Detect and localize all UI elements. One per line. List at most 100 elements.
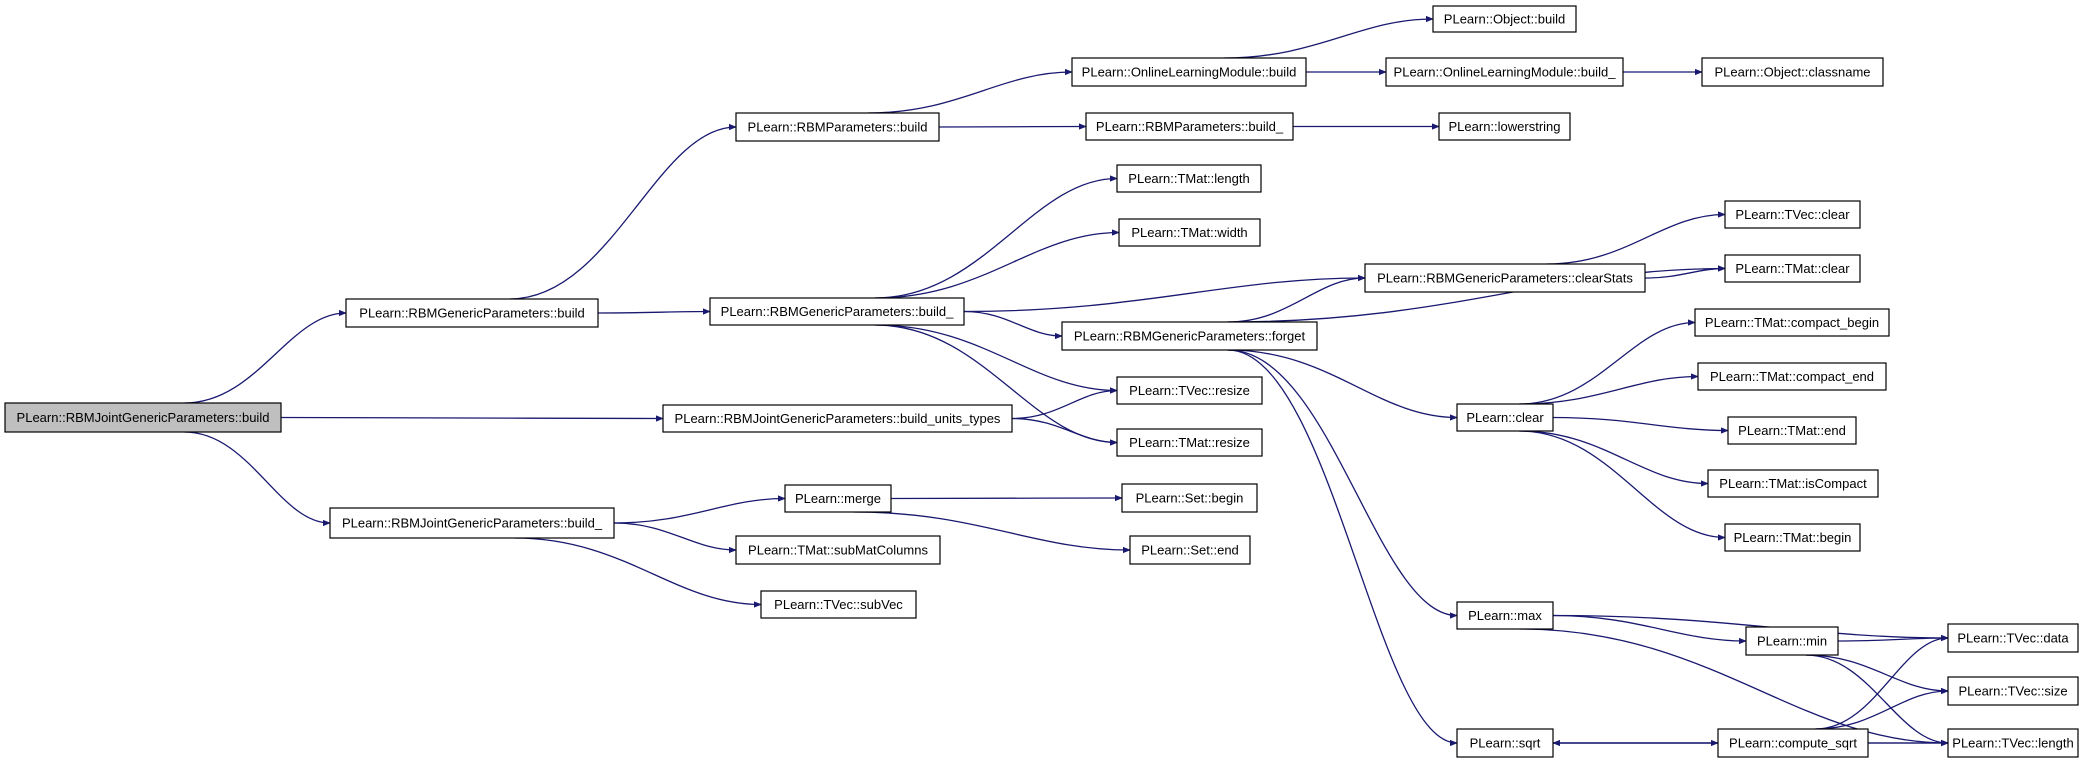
node-box xyxy=(1947,623,2079,653)
edge-rgp_build_-to-tmat_resize xyxy=(875,324,1118,446)
node-plearn-tmat-begin[interactable]: PLearn::TMat::begin xyxy=(1724,523,1861,552)
edge-forget-to-clearstats xyxy=(1227,274,1366,323)
node-plearn-tvec-subvec[interactable]: PLearn::TVec::subVec xyxy=(760,590,917,619)
edge-path xyxy=(875,324,1118,394)
node-box xyxy=(1745,626,1839,656)
node-plearn-clear[interactable]: PLearn::clear xyxy=(1456,403,1554,432)
node-label: PLearn::Set::end xyxy=(1141,543,1239,558)
node-plearn-max[interactable]: PLearn::max xyxy=(1456,601,1554,630)
node-plearn-lowerstring[interactable]: PLearn::lowerstring xyxy=(1438,112,1571,141)
node-label: PLearn::OnlineLearningModule::build xyxy=(1082,65,1297,80)
edge-rgp_build_-to-tvec_resize xyxy=(875,324,1118,394)
node-plearn-tvec-clear[interactable]: PLearn::TVec::clear xyxy=(1724,200,1861,229)
node-plearn-rbmjointgenericparameters-build[interactable]: PLearn::RBMJointGenericParameters::build… xyxy=(329,507,615,539)
node-box xyxy=(784,484,892,513)
node-plearn-rbmjointgenericparameters-build-units-types[interactable]: PLearn::RBMJointGenericParameters::build… xyxy=(662,404,1013,433)
edge-clearstats-to-tmat_clear xyxy=(1644,265,1726,279)
node-box xyxy=(1724,523,1861,552)
node-plearn-rbmparameters-build[interactable]: PLearn::RBMParameters::build_ xyxy=(1085,112,1294,141)
node-label: PLearn::Set::begin xyxy=(1136,491,1244,506)
node-box xyxy=(1724,200,1861,229)
node-box xyxy=(1385,57,1624,87)
node-plearn-tmat-clear[interactable]: PLearn::TMat::clear xyxy=(1724,254,1861,283)
node-plearn-set-begin[interactable]: PLearn::Set::begin xyxy=(1121,483,1258,513)
node-box xyxy=(345,298,599,328)
node-label: PLearn::Object::build xyxy=(1444,12,1565,27)
node-plearn-compute-sqrt[interactable]: PLearn::compute_sqrt xyxy=(1717,728,1869,758)
node-plearn-tvec-length[interactable]: PLearn::TVec::length xyxy=(1947,728,2079,758)
node-plearn-tmat-end[interactable]: PLearn::TMat::end xyxy=(1727,416,1857,445)
edge-path xyxy=(1519,373,1699,405)
node-plearn-tmat-compact-end[interactable]: PLearn::TMat::compact_end xyxy=(1697,362,1887,391)
edge-path xyxy=(875,324,1118,446)
node-label: PLearn::compute_sqrt xyxy=(1729,736,1857,751)
edge-forget-to-tmat_clear xyxy=(1227,265,1726,323)
edge-root-to-rjgp_but xyxy=(280,415,664,422)
edge-path xyxy=(1805,654,1949,695)
edge-rgp_build_-to-forget xyxy=(963,310,1063,340)
node-box xyxy=(1456,728,1554,758)
node-plearn-tmat-compact-begin[interactable]: PLearn::TMat::compact_begin xyxy=(1694,308,1890,337)
node-plearn-set-end[interactable]: PLearn::Set::end xyxy=(1129,535,1251,565)
edge-clear-to-tmat_begin xyxy=(1519,430,1726,541)
edge-rjgp_build_-to-tmat_submat xyxy=(613,522,737,554)
node-label: PLearn::RBMGenericParameters::build xyxy=(359,306,584,321)
node-label: PLearn::TMat::compact_end xyxy=(1710,369,1874,384)
node-plearn-rbmparameters-build[interactable]: PLearn::RBMParameters::build xyxy=(735,112,940,142)
node-plearn-tmat-iscompact[interactable]: PLearn::TMat::isCompact xyxy=(1707,469,1879,498)
edge-layer xyxy=(184,15,1949,747)
edge-root-to-rjgp_build_ xyxy=(184,431,331,527)
edge-path xyxy=(1227,349,1458,619)
edge-rgp_build_-to-clearstats xyxy=(963,274,1366,313)
edge-clearstats-to-tvec_clear xyxy=(1546,211,1726,265)
edge-path xyxy=(867,68,1073,114)
node-label: PLearn::TMat::length xyxy=(1128,171,1249,186)
edge-path xyxy=(597,308,711,315)
edge-path xyxy=(1552,614,1747,645)
edge-rjgp_build_-to-merge xyxy=(613,495,786,524)
edge-min-to-tvec_size xyxy=(1805,654,1949,695)
node-plearn-rbmjointgenericparameters-build[interactable]: PLearn::RBMJointGenericParameters::build xyxy=(4,402,282,433)
node-label: PLearn::RBMJointGenericParameters::build xyxy=(17,410,270,425)
node-label: PLearn::TMat::compact_begin xyxy=(1705,315,1879,330)
edge-path xyxy=(1805,654,1949,747)
node-label: PLearn::RBMGenericParameters::clearStats xyxy=(1377,271,1633,286)
node-plearn-rbmgenericparameters-build[interactable]: PLearn::RBMGenericParameters::build xyxy=(345,298,599,328)
node-label: PLearn::RBMJointGenericParameters::build… xyxy=(675,411,1001,426)
node-plearn-tvec-resize[interactable]: PLearn::TVec::resize xyxy=(1116,376,1263,405)
node-label: PLearn::clear xyxy=(1466,410,1544,425)
node-plearn-tmat-resize[interactable]: PLearn::TMat::resize xyxy=(1116,428,1263,457)
node-label: PLearn::TMat::subMatColumns xyxy=(748,543,928,558)
node-plearn-rbmgenericparameters-build[interactable]: PLearn::RBMGenericParameters::build_ xyxy=(709,297,965,326)
edge-rgp_build_-to-tmat_width xyxy=(875,229,1120,299)
node-plearn-merge[interactable]: PLearn::merge xyxy=(784,484,892,513)
node-plearn-object-classname[interactable]: PLearn::Object::classname xyxy=(1701,57,1884,87)
node-plearn-tmat-length[interactable]: PLearn::TMat::length xyxy=(1116,164,1262,193)
node-label: PLearn::TMat::end xyxy=(1738,423,1846,438)
node-plearn-tvec-data[interactable]: PLearn::TVec::data xyxy=(1947,623,2079,653)
edge-path xyxy=(1837,634,1949,642)
node-plearn-tmat-submatcolumns[interactable]: PLearn::TMat::subMatColumns xyxy=(735,535,941,565)
edge-path xyxy=(938,123,1087,130)
node-label: PLearn::min xyxy=(1757,634,1827,649)
node-plearn-onlinelearningmodule-build[interactable]: PLearn::OnlineLearningModule::build_ xyxy=(1385,57,1624,87)
node-plearn-rbmgenericparameters-forget[interactable]: PLearn::RBMGenericParameters::forget xyxy=(1061,321,1318,351)
node-plearn-onlinelearningmodule-build[interactable]: PLearn::OnlineLearningModule::build xyxy=(1071,57,1307,87)
edge-path xyxy=(1227,265,1726,323)
edge-path xyxy=(875,229,1120,299)
edge-rjgp_build_-to-tvec_subvec xyxy=(514,537,762,608)
edge-max-to-tvec_length xyxy=(1519,628,1949,747)
node-plearn-tvec-size[interactable]: PLearn::TVec::size xyxy=(1947,676,2079,706)
edge-rgp_build_-to-tmat_length xyxy=(875,175,1118,299)
node-label: PLearn::merge xyxy=(795,491,881,506)
node-plearn-tmat-width[interactable]: PLearn::TMat::width xyxy=(1118,218,1261,247)
edge-merge-to-set_begin xyxy=(890,494,1123,502)
node-plearn-rbmgenericparameters-clearstats[interactable]: PLearn::RBMGenericParameters::clearStats xyxy=(1364,263,1646,293)
edge-rgp_build-to-rgp_build_ xyxy=(597,308,711,315)
edge-path xyxy=(184,431,331,527)
node-plearn-object-build[interactable]: PLearn::Object::build xyxy=(1432,5,1577,33)
node-plearn-min[interactable]: PLearn::min xyxy=(1745,626,1839,656)
edge-rbmp_build-to-olm_build xyxy=(867,68,1073,114)
node-label: PLearn::TMat::begin xyxy=(1734,530,1852,545)
node-plearn-sqrt[interactable]: PLearn::sqrt xyxy=(1456,728,1554,758)
